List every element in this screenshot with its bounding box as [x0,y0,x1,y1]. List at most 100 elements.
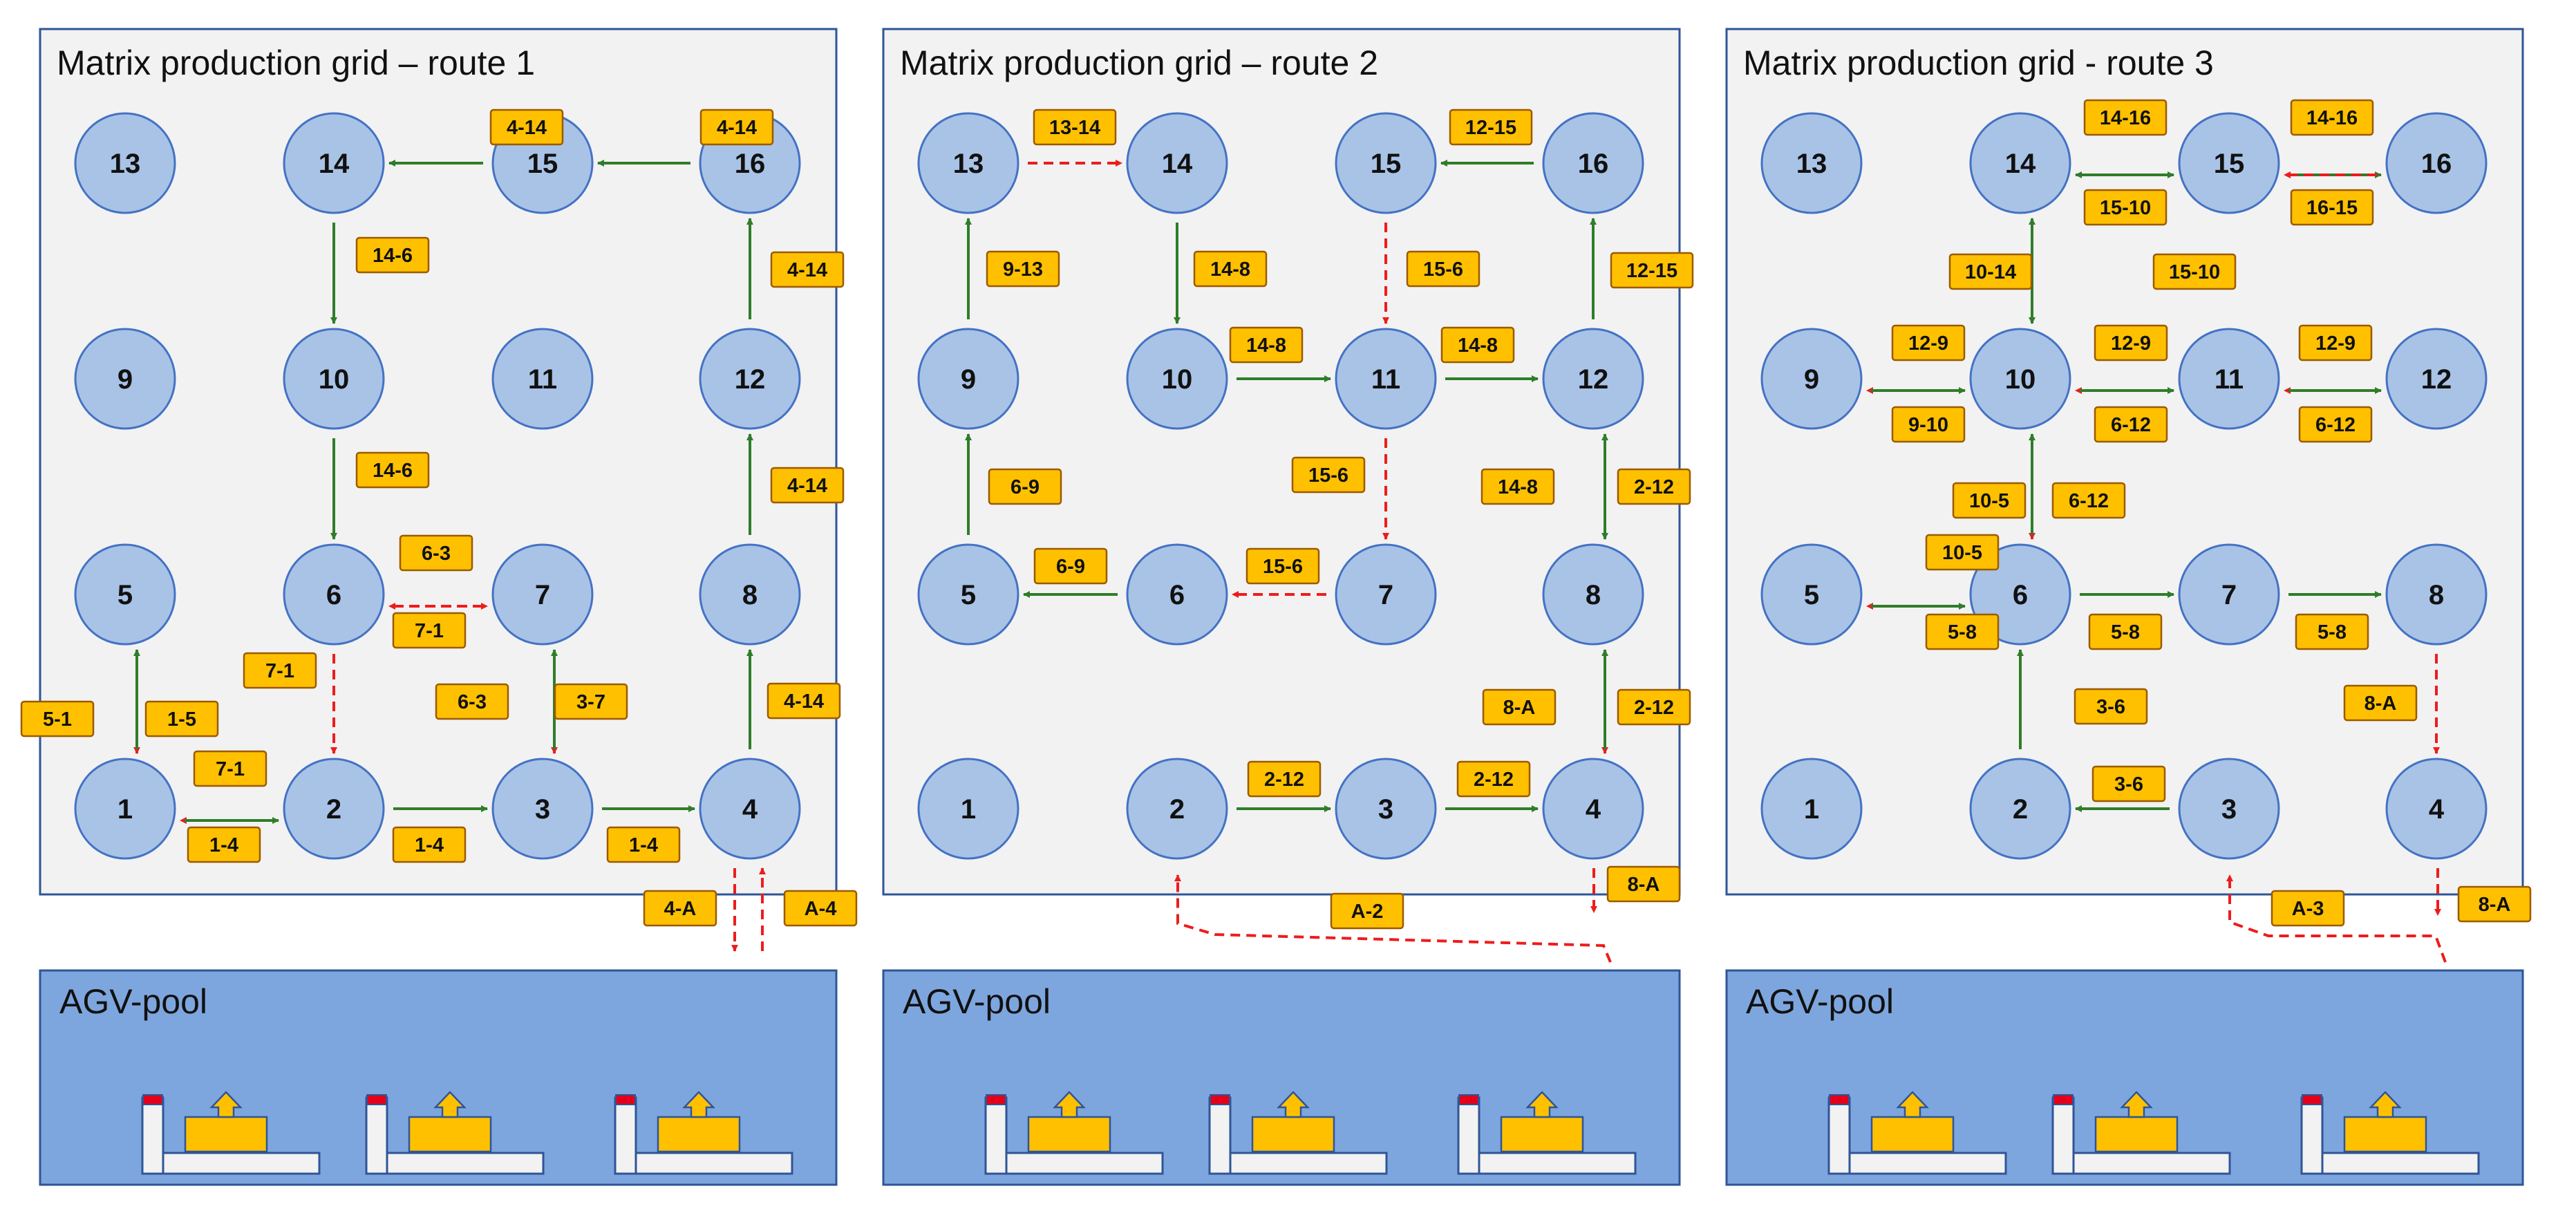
edge-tag [392,612,467,649]
grid-node [1335,112,1437,214]
edge-tag [643,890,717,927]
edge-tag [435,683,509,720]
edge-tag [1925,534,2000,571]
edge-tag [2094,324,2168,362]
edge-tag [2091,765,2166,802]
node-label: 7 [1378,580,1393,610]
edge-tag-label: 4-14 [787,259,827,281]
edge-tag-label: 15-10 [2169,261,2220,283]
edge-tag-label: 14-16 [2100,107,2151,129]
edge-tag-label: 4-14 [784,691,824,713]
grid-node [491,543,594,646]
node-label: 12 [1578,364,1609,395]
grid-node [917,328,1019,430]
up-arrow-icon [2369,1091,2402,1118]
edge-tag [1948,253,2033,290]
grid-node [74,543,176,646]
agv-vehicle [2300,1091,2480,1175]
edge-tag-label: 8-A [2365,693,2397,715]
node-label: 4 [1586,794,1601,825]
edge-tag-label: 9-13 [1003,259,1043,281]
edge-tag [1449,109,1533,146]
node-label: 13 [1796,149,1827,179]
route-arrow [1174,874,1612,963]
edge-tag [2094,406,2168,443]
grid-node [917,543,1019,646]
edge-tag-label: 1-4 [415,834,444,856]
node-label: 16 [1578,149,1609,179]
grid-node [1542,112,1644,214]
edge-tag [1456,760,1531,798]
grid-node [1760,328,1863,430]
edge-tag [2295,613,2369,650]
edge-tag [770,251,845,288]
node-label: 7 [535,580,550,610]
edge-tag [20,700,95,738]
node-label: 9 [117,364,133,395]
agv-vehicle [984,1091,1164,1175]
agv-vehicle [614,1091,793,1175]
edge-tag-label: 15-6 [1423,259,1463,281]
edge-tag-label: 10-5 [1942,542,1982,564]
grid-node [1969,112,2071,214]
node-label: 10 [2005,364,2036,395]
edge-tag-label: A-3 [2292,898,2324,920]
node-label: 9 [961,364,976,395]
grid-node [1126,758,1228,860]
agv-vehicle [1457,1091,1637,1175]
edge-tag [1193,250,1268,288]
edge-tag-label: 3-6 [2096,696,2125,718]
grid-title: Matrix production grid – route 1 [57,44,535,82]
grid-title: Matrix production grid – route 2 [900,44,1378,82]
edge-tag-label: 12-9 [2315,332,2356,355]
grid-node [699,543,801,646]
up-arrow-icon [1053,1091,1086,1118]
node-label: 10 [319,364,350,395]
node-label: 4 [742,794,758,825]
node-label: 6 [326,580,341,610]
edge-tag [988,468,1062,505]
node-label: 6 [2013,580,2028,610]
edge-tag-label: 13-14 [1049,117,1100,139]
grid-node [283,543,385,646]
edge-tag-label: 15-6 [1308,464,1348,487]
edge-tag-label: A-4 [805,898,837,920]
node-label: 14 [2005,149,2036,179]
edge-tag [1440,326,1515,364]
grid-node [1760,758,1863,860]
edge-tag [1247,760,1322,798]
grid-node [1760,112,1863,214]
edge-tag-label: 1-4 [209,834,238,856]
edge-tag [699,109,774,146]
edge-tag-label: 7-1 [415,620,444,642]
edge-tag-label: 12-15 [1465,117,1516,139]
node-label: 6 [1169,580,1185,610]
edge-tag [783,890,858,927]
edge-tag [770,467,845,504]
edge-tag [1033,109,1117,146]
node-label: 15 [2214,149,2245,179]
node-label: 5 [117,580,133,610]
node-label: 3 [535,794,550,825]
grid-node [2385,328,2488,430]
edge-tag-label: 14-6 [373,245,413,267]
edge-tag-label: 14-8 [1458,335,1498,357]
edge-tag [1330,892,1404,930]
edge-tag [986,250,1060,288]
node-label: 8 [742,580,758,610]
grid-node [2385,543,2488,646]
node-label: 2 [326,794,341,825]
node-label: 16 [2421,149,2452,179]
node-label: 3 [1378,794,1393,825]
node-label: 11 [2215,364,2244,395]
edge-tag [1891,324,1966,362]
edge-tag [554,683,628,720]
edge-tag-label: 4-A [664,898,697,920]
edge-tag [1291,456,1366,494]
grid-node [2178,328,2280,430]
edge-tag [1610,252,1694,289]
node-label: 13 [110,149,141,179]
edge-tag [187,826,261,863]
edge-tag-label: 8-A [2479,894,2511,916]
edge-tag-label: 6-3 [458,691,487,713]
